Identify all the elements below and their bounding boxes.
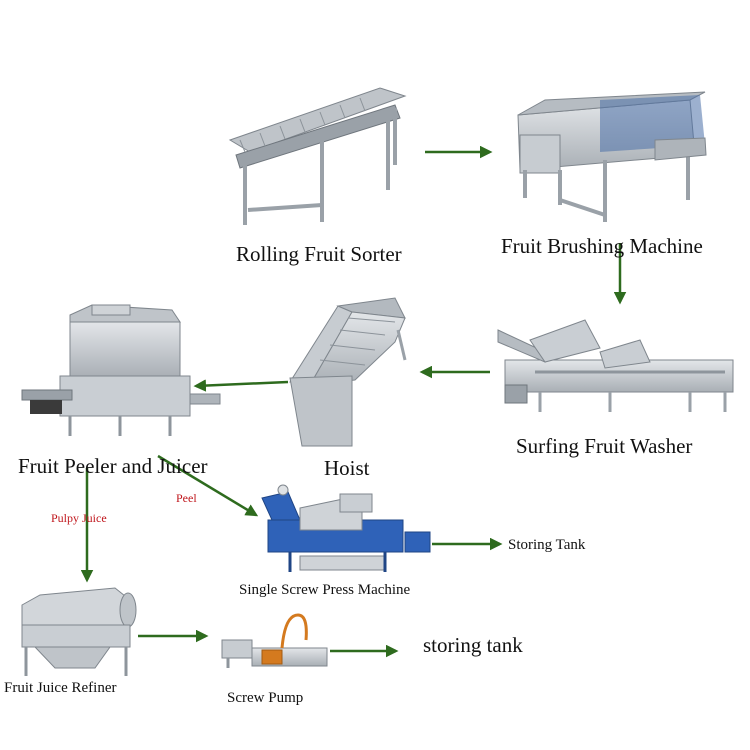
label-storing-tank-2: storing tank: [423, 633, 523, 658]
peeler-juicer-image: [22, 305, 220, 436]
screw-pump-image: [222, 615, 327, 668]
arrow-hoist-to-peeler: [196, 382, 288, 386]
label-brushing-machine: Fruit Brushing Machine: [501, 234, 703, 259]
juice-refiner-image: [22, 588, 136, 676]
label-hoist: Hoist: [324, 456, 370, 481]
label-surfing-washer: Surfing Fruit Washer: [516, 434, 692, 459]
brushing-machine-image: [518, 92, 706, 222]
label-screw-pump: Screw Pump: [227, 690, 303, 707]
screw-press-image: [262, 485, 430, 572]
label-peel: Peel: [176, 491, 197, 506]
label-storing-tank-1: Storing Tank: [508, 537, 585, 554]
label-rolling-sorter: Rolling Fruit Sorter: [236, 242, 402, 267]
rolling-sorter-image: [230, 88, 405, 225]
label-peeler-juicer: Fruit Peeler and Juicer: [18, 454, 208, 479]
surfing-washer-image: [498, 320, 733, 412]
hoist-image: [290, 298, 405, 446]
label-juice-refiner: Fruit Juice Refiner: [4, 680, 116, 697]
label-screw-press: Single Screw Press Machine: [239, 582, 410, 599]
label-pulpy-juice: Pulpy Juice: [51, 511, 107, 526]
